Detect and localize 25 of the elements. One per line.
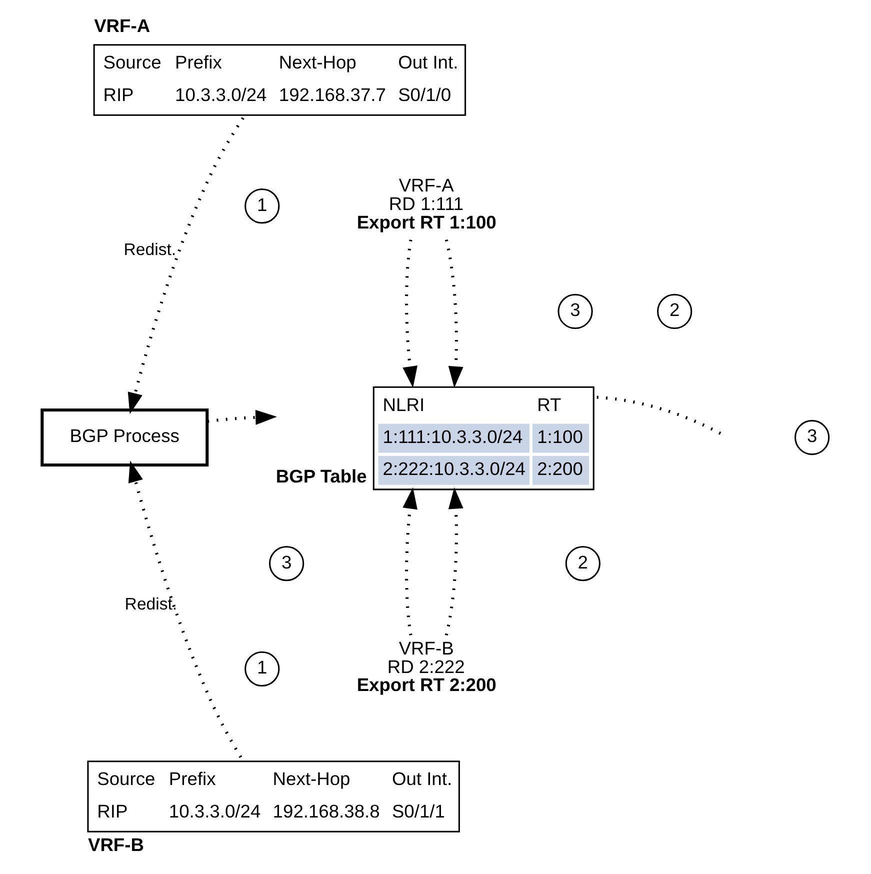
label: 1 [257,656,268,678]
arrow [444,238,464,388]
edge-label: Redist. [124,240,176,259]
arrow [128,460,242,758]
label: 3 [281,550,292,572]
arrow [402,486,418,635]
node-box: Source Prefix Next-Hop Out Int. RIP 10.3.3.0/24 192.168.38.8 S0/1/1 [87,760,460,832]
arrow [128,116,244,414]
node-label: BGP Table [276,465,367,486]
node-box: BGP Process [40,408,209,466]
node-label: VRF-B [88,833,144,854]
node-text: VRF-A RD 1:111 Export RT 1:100 [356,174,496,232]
edge-label: Redist. [124,594,178,614]
label: 3 [570,298,580,320]
node-box: NLRI RT 1:111:10.3.3.0/24 1:100 2:222:10.3.3.0/24 2:200 [372,386,594,490]
arrow [444,486,464,636]
label: 2 [669,298,680,320]
arrow [207,409,277,424]
node-text: VRF-B RD 2:222 Export RT 2:200 [356,637,496,695]
label: 3 [806,424,818,446]
node-box: Source Prefix Next-Hop Out Int. RIP 10.3.3.0/24 192.168.37.7 S0/1/0 [93,44,466,116]
label: 1 [257,193,268,214]
label: 2 [578,550,588,572]
node-label: VRF-A [94,14,150,36]
arrow [402,239,418,388]
